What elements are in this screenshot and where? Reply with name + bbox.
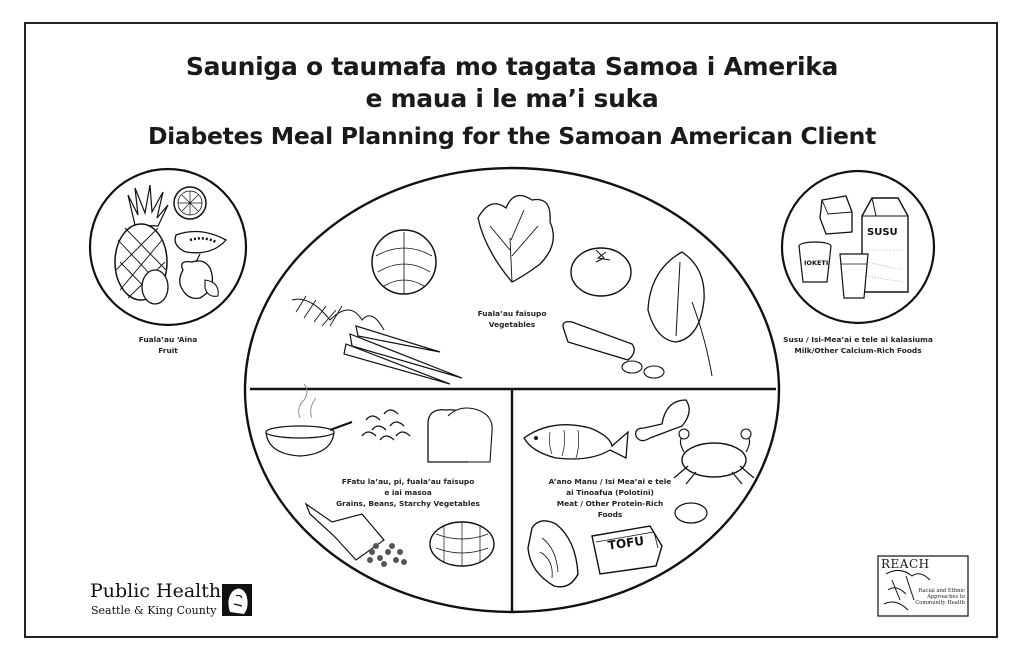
vegetables-label-samoan: Fuala’au faisupo bbox=[477, 309, 547, 318]
fruit-label: Fuala’au ‘Aina Fruit bbox=[108, 334, 228, 356]
meat-label: A’ano Manu / Isi Mea’ai e tele ai Tinoaf… bbox=[544, 476, 676, 520]
milk-carton-icon: SUSU bbox=[861, 197, 909, 293]
bread-icon bbox=[427, 407, 493, 463]
vegetables-label-english: Vegetables bbox=[488, 320, 536, 329]
rice-bowl-icon bbox=[265, 383, 353, 457]
mango-icon bbox=[141, 269, 169, 305]
yogurt-cup-icon: IOKETI bbox=[798, 241, 832, 283]
crab-icon bbox=[673, 428, 755, 485]
fruit-label-english: Fruit bbox=[158, 346, 178, 355]
milk-label-english: Milk/Other Calcium-Rich Foods bbox=[794, 346, 922, 355]
page-border bbox=[24, 22, 998, 638]
beans-scoop-icon bbox=[304, 502, 407, 567]
public-health-logo-name: Public Health bbox=[90, 580, 222, 602]
papaya-icon bbox=[174, 230, 228, 254]
reach-logo-text: Racial and Ethnic Approaches to Communit… bbox=[915, 588, 965, 606]
title-samoan-line2: e maua i le ma’i suka bbox=[365, 84, 659, 113]
meat-label-english: Meat / Other Protein-Rich Foods bbox=[556, 499, 664, 519]
cheese-icon bbox=[819, 195, 853, 235]
egg-icon bbox=[674, 502, 708, 524]
orange-slice-icon bbox=[173, 186, 207, 220]
grains-label-samoan-2: e iai masoa bbox=[384, 488, 432, 497]
taro-leaf-icon bbox=[647, 251, 713, 377]
milk-carton-label: SUSU bbox=[867, 227, 898, 238]
grains-label: FFatu la’au, pi, fuala’au faisupo e iai … bbox=[322, 476, 494, 509]
chicken-leg-icon bbox=[635, 399, 690, 442]
cucumber-icon bbox=[562, 321, 665, 379]
cabbage-icon bbox=[371, 229, 437, 295]
tofu-label: TOFU bbox=[607, 534, 645, 553]
title-english: Diabetes Meal Planning for the Samoan Am… bbox=[147, 122, 877, 150]
grains-label-english: Grains, Beans, Starchy Vegetables bbox=[336, 499, 480, 508]
public-health-logo-subtitle: Seattle & King County bbox=[91, 604, 217, 617]
fish-icon bbox=[523, 424, 629, 460]
title-samoan-line1: Sauniga o taumafa mo tagata Samoa i Amer… bbox=[185, 52, 839, 81]
reach-logo-name: REACH bbox=[881, 557, 930, 571]
reach-logo-icon bbox=[877, 555, 969, 617]
fruit-circle bbox=[88, 167, 248, 327]
tomato-icon bbox=[570, 247, 632, 297]
milk-circle bbox=[780, 169, 936, 325]
yogurt-label: IOKETI bbox=[804, 259, 828, 267]
tofu-package-icon: TOFU bbox=[591, 525, 663, 575]
steak-icon bbox=[527, 520, 579, 588]
apple-icon bbox=[179, 253, 219, 300]
taro-root-icon bbox=[429, 521, 495, 567]
grains-label-samoan-1: FFatu la’au, pi, fuala’au faisupo bbox=[341, 477, 475, 486]
meat-label-samoan-2: ai Tinoafua (Polotini) bbox=[566, 488, 654, 497]
milk-label: Susu / Isi-Mea’ai e tele ai kalasiuma Mi… bbox=[770, 334, 946, 356]
leafy-greens-icon bbox=[477, 194, 554, 283]
vegetables-label: Fuala’au faisupo Vegetables bbox=[456, 308, 568, 330]
glass-of-milk-icon bbox=[839, 253, 869, 299]
public-health-logo-icon bbox=[222, 584, 252, 616]
carrots-icon bbox=[291, 295, 463, 385]
pasta-icon bbox=[361, 409, 411, 441]
meat-label-samoan-1: A’ano Manu / Isi Mea’ai e tele bbox=[548, 477, 672, 486]
fruit-label-samoan: Fuala’au ‘Aina bbox=[138, 335, 198, 344]
milk-label-samoan: Susu / Isi-Mea’ai e tele ai kalasiuma bbox=[783, 335, 933, 344]
